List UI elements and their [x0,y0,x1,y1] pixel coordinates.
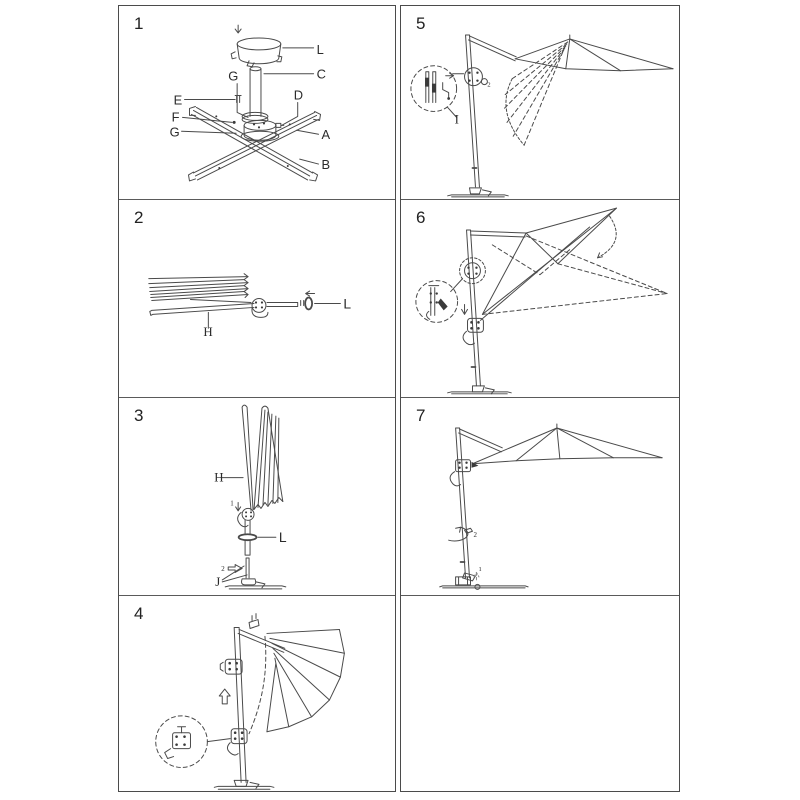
half-open-umbrella-diagram [155,613,345,790]
label-H: H [203,325,212,339]
pole [241,66,269,124]
panel-3: 3 [119,398,395,596]
open-position-dashed [481,215,668,315]
down-arrow-icon [235,501,242,512]
folded-canopy [148,273,249,301]
label-J: J [215,575,220,589]
leader-lines [207,302,341,329]
arm [149,298,255,316]
label-I: I [455,112,459,126]
panel-2: 2 [119,200,395,398]
base [447,385,512,395]
open-canopy [514,34,674,72]
closed-canopy [253,405,284,510]
label-D: D [294,88,303,103]
tilted-canopy [479,207,617,321]
base [213,779,275,790]
opening-umbrella-diagram: I 2 [410,34,674,198]
label-step2: 2 [473,531,477,539]
panel-number: 3 [134,406,144,425]
pole-and-arm [466,229,527,387]
base-assembly-diagram: L C G E F G D A B [170,24,331,182]
hub [251,298,269,318]
pole-and-arm [455,427,503,579]
pole [237,519,258,579]
label-A: A [322,127,331,142]
panel-number: 5 [416,14,426,33]
cross-base [188,105,322,182]
label-L: L [343,295,351,311]
label-B: B [322,157,331,172]
leader-lines [220,477,277,583]
label-L: L [279,529,287,545]
closed-umbrella-diagram: H L 1 2 J [214,404,287,590]
label-C: C [317,67,326,82]
hub-bracket [449,459,479,487]
left-column: 1 [118,5,396,792]
down-arrow-icon [234,24,242,34]
upper-bracket [219,658,243,675]
rotate-indicator [448,526,473,542]
panel-6: 6 [401,200,679,398]
lower-hub [462,317,484,346]
fasteners [232,95,285,128]
closing-positions-dashed [502,41,569,146]
panel-number: 7 [416,406,426,425]
down-arrow-icon [461,303,469,315]
left-arrow-icon [305,290,316,297]
leader-lines [181,47,320,165]
base-cover [230,24,283,68]
crank-detail-callout [410,65,465,118]
lower-hub [226,728,248,756]
pole-stub-and-ring [266,290,316,311]
handle-detail-callout [415,278,464,323]
label-step1: 1 [230,499,234,507]
up-arrow-icon [473,571,480,581]
empty-panel [401,596,679,791]
folded-arm [241,404,254,511]
right-column: 5 [400,5,680,792]
panel-number: 2 [134,208,144,227]
label-G-top: G [228,69,238,84]
label-E: E [174,92,183,107]
pole-and-arm [465,34,517,188]
upper-hub [459,257,486,285]
panel-5: 5 [401,6,679,200]
crank-detail-callout [155,715,231,768]
pole [233,613,286,783]
label-G-bottom: G [170,124,180,139]
label-H: H [214,471,223,485]
label-L: L [317,42,324,57]
label-step2: 2 [221,565,225,573]
label-step2: 2 [487,82,490,89]
folded-canopy-diagram: H L [148,273,351,339]
label-F: F [172,109,180,124]
panel-1: 1 [119,6,395,200]
base [224,578,287,590]
up-arrow-icon [218,688,231,705]
label-step1: 1 [478,566,481,573]
panel-4: 4 [119,596,395,791]
pedal-lock [462,571,480,582]
panel-number: 6 [416,208,426,227]
canopy-fan [248,628,345,735]
panel-number: 1 [134,14,144,33]
open-canopy [471,423,663,465]
panel-7: 7 [401,398,679,596]
base [439,576,529,590]
open-umbrella-diagram: 2 1 [439,423,663,590]
right-arrow-icon [445,72,455,79]
tilting-umbrella-diagram [415,207,668,395]
hub [235,501,255,528]
base [447,187,509,198]
panel-number: 4 [134,604,144,623]
hub [464,67,488,87]
